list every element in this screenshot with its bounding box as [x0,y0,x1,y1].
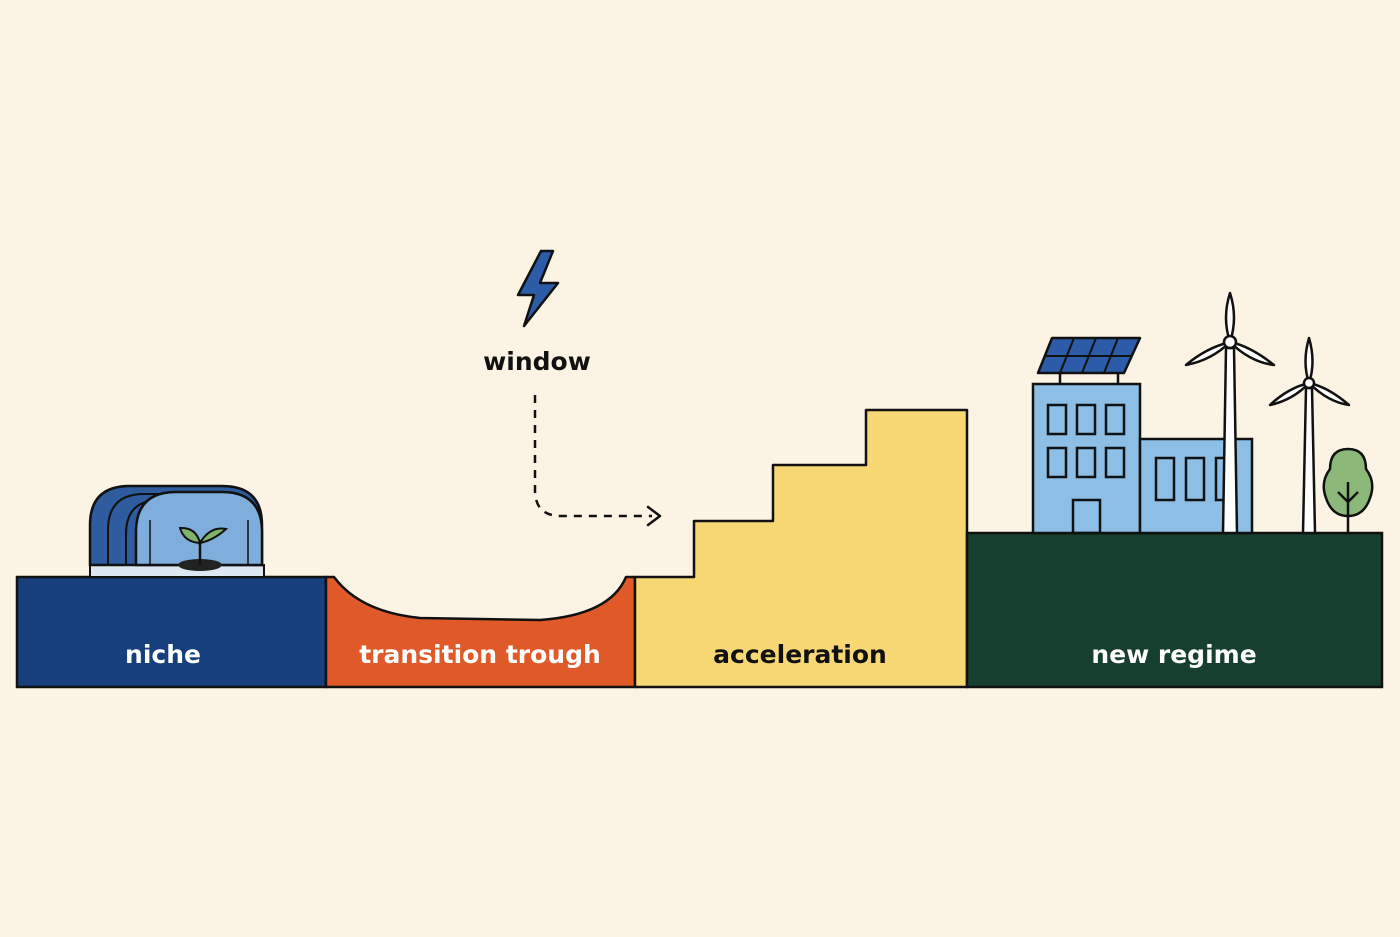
niche-label: niche [125,640,201,669]
greenhouse-seedling-icon [88,484,265,578]
tree-icon [1322,447,1374,533]
wind-turbine-large-icon [1184,291,1276,535]
regime-block [965,531,1384,689]
window-arrow [533,395,662,527]
trough-label: transition trough [359,640,601,669]
acceleration-label: acceleration [713,640,887,669]
solar-panel-icon [1036,336,1142,384]
wind-turbine-small-icon [1268,336,1351,535]
regime-label: new regime [1091,640,1256,669]
niche-block [15,575,328,689]
lightning-bolt-icon [516,249,560,328]
solar-building-wind-turbine-icon [1031,291,1374,535]
acceleration-stairs [633,408,969,689]
trough-block [324,575,637,689]
window-label: window [483,347,591,376]
